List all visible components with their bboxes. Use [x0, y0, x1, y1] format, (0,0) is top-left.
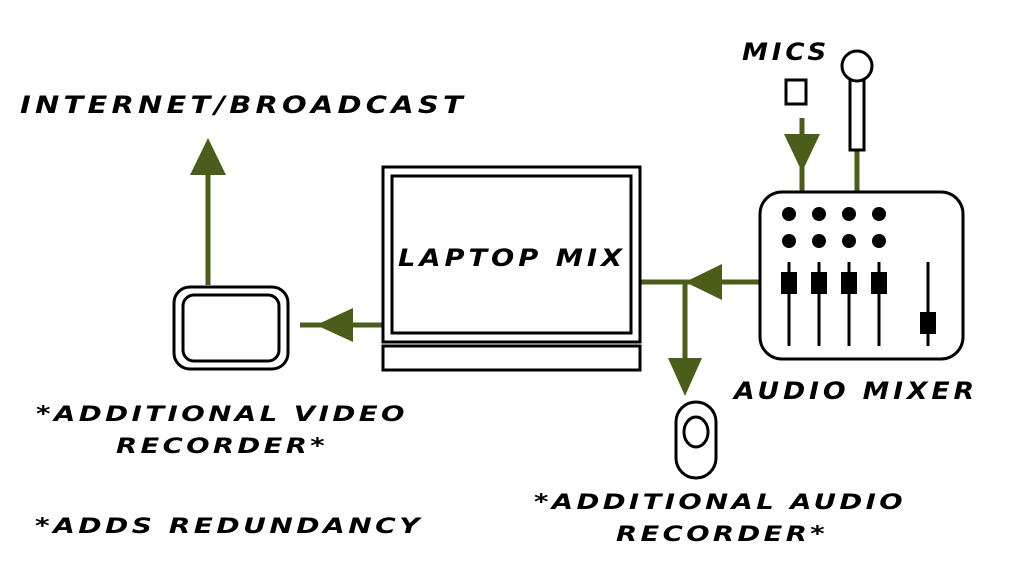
- channel-fader: [871, 262, 887, 346]
- mics-label: MICS: [742, 38, 830, 66]
- fader-cap: [871, 272, 887, 294]
- arrowhead-down-icon: [668, 358, 702, 396]
- channel-fader: [811, 262, 827, 346]
- mixer-knobs: [782, 207, 886, 248]
- mixer-knob: [812, 234, 826, 248]
- mixer-knob: [812, 207, 826, 221]
- video-recorder-label-line2: RECORDER*: [116, 434, 328, 458]
- mixer-knob: [842, 207, 856, 221]
- mixer-knob: [782, 234, 796, 248]
- audio-recorder-icon: [674, 400, 718, 480]
- mixer-faders: [781, 262, 936, 346]
- video-recorder-icon: [172, 285, 290, 371]
- fader-cap: [920, 312, 936, 334]
- mixer-knob: [872, 234, 886, 248]
- channel-fader: [781, 262, 797, 346]
- handheld-mic-icon: [840, 49, 874, 152]
- connections: [190, 118, 860, 396]
- audio-recorder-label-line1: *ADDITIONAL AUDIO: [534, 490, 906, 514]
- fader-cap: [781, 272, 797, 294]
- fader-cap: [841, 272, 857, 294]
- internet-broadcast-label: INTERNET/BROADCAST: [20, 91, 467, 119]
- arrowhead-up-icon: [190, 138, 226, 175]
- audio-recorder-label-line2: RECORDER*: [616, 522, 828, 546]
- arrowhead-down-icon: [784, 134, 820, 172]
- laptop-mix-label: LAPTOP MIX: [398, 244, 626, 272]
- fader-cap: [811, 272, 827, 294]
- arrowhead-left-icon: [316, 308, 353, 342]
- mixer-knob: [872, 207, 886, 221]
- redundancy-note: *ADDS REDUNDANCY: [35, 514, 423, 538]
- laptop-icon: [381, 165, 642, 372]
- arrowhead-left-icon: [685, 264, 722, 300]
- channel-fader: [841, 262, 857, 346]
- master-fader: [920, 262, 936, 346]
- audio-mixer-icon: [758, 190, 965, 361]
- mixer-knob: [782, 207, 796, 221]
- mixer-knob: [842, 234, 856, 248]
- video-recorder-label-line1: *ADDITIONAL VIDEO: [36, 402, 408, 426]
- lavalier-mic-icon: [784, 78, 808, 106]
- audio-mixer-label: AUDIO MIXER: [732, 377, 978, 405]
